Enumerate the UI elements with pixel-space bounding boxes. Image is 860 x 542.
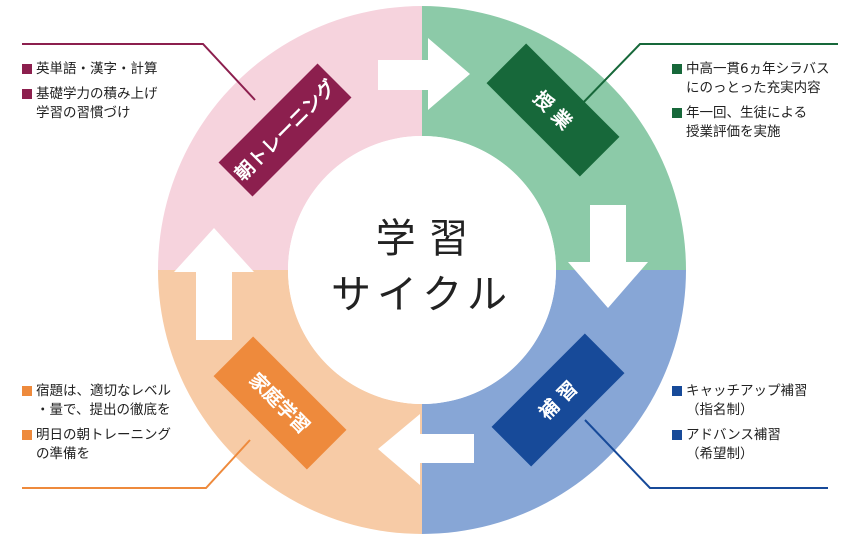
- notes-home: 宿題は、適切なレベル ・量で、提出の徹底を 明日の朝トレーニング の準備を: [22, 382, 171, 470]
- note-line: ・量で、提出の徹底を: [36, 402, 171, 418]
- note-line: （指名制）: [686, 402, 754, 418]
- square-bullet-icon: [672, 386, 682, 396]
- stage-banner-class: [486, 43, 620, 177]
- note-line: アドバンス補習: [686, 427, 781, 443]
- note-item: 年一回、生徒による 授業評価を実施: [672, 104, 829, 142]
- note-line: 英単語・漢字・計算: [36, 61, 158, 77]
- leader-line-class: [577, 43, 838, 109]
- stage-banner-morning: [218, 63, 352, 197]
- square-bullet-icon: [672, 430, 682, 440]
- note-item: 明日の朝トレーニング の準備を: [22, 426, 171, 464]
- note-line: 年一回、生徒による: [686, 105, 808, 121]
- note-line: 授業評価を実施: [686, 124, 781, 140]
- note-line: 明日の朝トレーニング: [36, 427, 171, 443]
- center-title-line2: サイクル: [331, 272, 513, 318]
- note-line: 宿題は、適切なレベル: [36, 383, 171, 399]
- note-line: （希望制）: [686, 446, 754, 462]
- square-bullet-icon: [22, 430, 32, 440]
- note-item: 基礎学力の積み上げ 学習の習慣づけ: [22, 85, 158, 123]
- leader-line-supplement: [584, 419, 828, 489]
- square-bullet-icon: [672, 64, 682, 74]
- center-circle: [288, 136, 556, 404]
- stage-banner-home: [213, 336, 347, 470]
- leader-line-morning: [22, 43, 256, 101]
- stage-supplement: 補 習: [491, 333, 625, 467]
- stage-class: 授 業: [486, 43, 620, 177]
- note-line: にのっとった充実内容: [686, 80, 821, 96]
- square-bullet-icon: [22, 89, 32, 99]
- notes-morning: 英単語・漢字・計算 基礎学力の積み上げ 学習の習慣づけ: [22, 60, 158, 129]
- note-line: 中高一貫6ヵ年シラバス: [686, 61, 830, 77]
- note-item: アドバンス補習 （希望制）: [672, 426, 808, 464]
- square-bullet-icon: [22, 386, 32, 396]
- note-item: キャッチアップ補習 （指名制）: [672, 382, 808, 420]
- square-bullet-icon: [672, 108, 682, 118]
- note-line: キャッチアップ補習: [686, 383, 808, 399]
- note-item: 英単語・漢字・計算: [22, 60, 158, 79]
- square-bullet-icon: [22, 64, 32, 74]
- note-line: 学習の習慣づけ: [36, 105, 131, 121]
- note-line: の準備を: [36, 446, 90, 462]
- center-title-line1: 学 習: [376, 216, 469, 262]
- notes-supplement: キャッチアップ補習 （指名制） アドバンス補習 （希望制）: [672, 382, 808, 470]
- leader-line-home: [22, 439, 251, 489]
- notes-class: 中高一貫6ヵ年シラバス にのっとった充実内容 年一回、生徒による 授業評価を実施: [672, 60, 829, 148]
- stage-banner-supplement: [491, 333, 625, 467]
- arrow-right-icon: [378, 38, 470, 110]
- note-item: 宿題は、適切なレベル ・量で、提出の徹底を: [22, 382, 171, 420]
- arrow-left-icon: [378, 414, 474, 485]
- arrow-down-icon: [568, 205, 648, 308]
- arrow-up-icon: [174, 228, 254, 340]
- note-line: 基礎学力の積み上げ: [36, 86, 158, 102]
- note-item: 中高一貫6ヵ年シラバス にのっとった充実内容: [672, 60, 829, 98]
